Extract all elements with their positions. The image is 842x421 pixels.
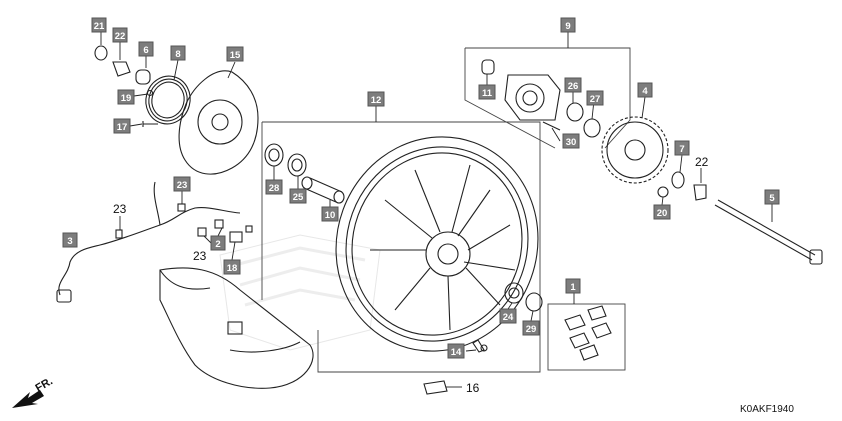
- tag-27-label: 27: [590, 94, 601, 105]
- rear-fender: [159, 267, 314, 389]
- tag-15-label: 15: [230, 50, 241, 61]
- small-hardware-top-left: [94, 45, 158, 127]
- tag-7: 7: [674, 140, 690, 156]
- diagram-code: K0AKF1940: [740, 404, 794, 415]
- disc-plate: [145, 75, 191, 125]
- tag-3: 3: [62, 232, 78, 248]
- label-23-left: 23: [113, 202, 127, 216]
- rear-axle: [714, 199, 823, 265]
- tag-10-label: 10: [325, 210, 336, 221]
- tag-11-label: 11: [482, 88, 493, 99]
- damper-group-box: [547, 303, 626, 371]
- tag-20: 20: [653, 204, 671, 220]
- wheel-group-box: [261, 121, 541, 373]
- tag-28: 28: [265, 179, 283, 195]
- tag-27: 27: [586, 90, 604, 106]
- tag-25-label: 25: [293, 192, 304, 203]
- tag-5-label: 5: [769, 193, 775, 204]
- leader-lines: [100, 32, 773, 388]
- brake-disc: [178, 70, 259, 175]
- tag-12: 12: [367, 91, 385, 107]
- tag-29: 29: [522, 320, 540, 336]
- tag-1-label: 1: [570, 282, 576, 293]
- tag-21: 21: [91, 17, 107, 33]
- tag-17: 17: [113, 118, 131, 134]
- front-direction-arrow: FR.: [12, 375, 55, 408]
- tag-21-label: 21: [94, 21, 105, 32]
- tag-14-label: 14: [451, 347, 462, 358]
- label-22-right: 22: [695, 155, 709, 169]
- tag-24-label: 24: [503, 312, 514, 323]
- tag-23-label: 23: [177, 180, 188, 191]
- tag-10: 10: [321, 206, 339, 222]
- tag-12-label: 12: [371, 95, 382, 106]
- direction-label: FR.: [34, 375, 55, 394]
- tag-6: 6: [138, 41, 154, 57]
- tag-24: 24: [499, 308, 517, 324]
- tag-19-label: 19: [121, 93, 132, 104]
- driven-flange: [481, 59, 601, 138]
- tag-17-label: 17: [117, 122, 128, 133]
- tag-20-label: 20: [657, 208, 668, 219]
- label-23-bottom: 23: [193, 249, 207, 263]
- distance-collar: [301, 176, 345, 204]
- tag-28-label: 28: [269, 183, 280, 194]
- tire-valve: [472, 339, 488, 353]
- tag-4: 4: [637, 82, 653, 98]
- hub-group-box: [464, 47, 631, 149]
- driven-sprocket: [601, 116, 669, 184]
- tag-8-label: 8: [175, 49, 180, 60]
- tag-22: 22: [112, 27, 128, 43]
- tag-11: 11: [478, 84, 496, 100]
- rear-wheel: [335, 136, 539, 352]
- tag-9: 9: [560, 17, 576, 33]
- tag-26: 26: [564, 77, 582, 93]
- tag-1: 1: [565, 278, 581, 294]
- balance-weight: [423, 380, 448, 395]
- tag-30: 30: [562, 133, 580, 149]
- tag-5: 5: [764, 189, 780, 205]
- tag-3-label: 3: [67, 236, 72, 247]
- tag-2-label: 2: [215, 239, 220, 250]
- bearing-seal-left: [264, 143, 307, 177]
- label-16: 16: [466, 381, 480, 395]
- tag-4-label: 4: [642, 86, 648, 97]
- wheel-damper-rubbers: [564, 305, 612, 361]
- tag-29-label: 29: [526, 324, 537, 335]
- tag-2: 2: [210, 235, 226, 251]
- tag-18: 18: [223, 259, 241, 275]
- tag-18-label: 18: [227, 263, 238, 274]
- tag-14: 14: [447, 343, 465, 359]
- bearing-seal-right: [504, 282, 543, 312]
- tag-30-label: 30: [566, 137, 577, 148]
- tag-19: 19: [117, 89, 135, 105]
- tag-8: 8: [170, 45, 186, 61]
- watermark-logo: [219, 234, 381, 351]
- tag-7-label: 7: [679, 144, 684, 155]
- tag-26-label: 26: [568, 81, 579, 92]
- tag-23: 23: [173, 176, 191, 192]
- wheel-speed-sensor-harness: [56, 181, 253, 303]
- tag-15: 15: [226, 46, 244, 62]
- tag-9-label: 9: [565, 21, 570, 32]
- free-labels: 23 23 22 16: [113, 155, 709, 395]
- tag-22-label: 22: [115, 31, 126, 42]
- tag-6-label: 6: [143, 45, 148, 56]
- tag-25: 25: [289, 188, 307, 204]
- axle-hardware-right: [657, 171, 707, 201]
